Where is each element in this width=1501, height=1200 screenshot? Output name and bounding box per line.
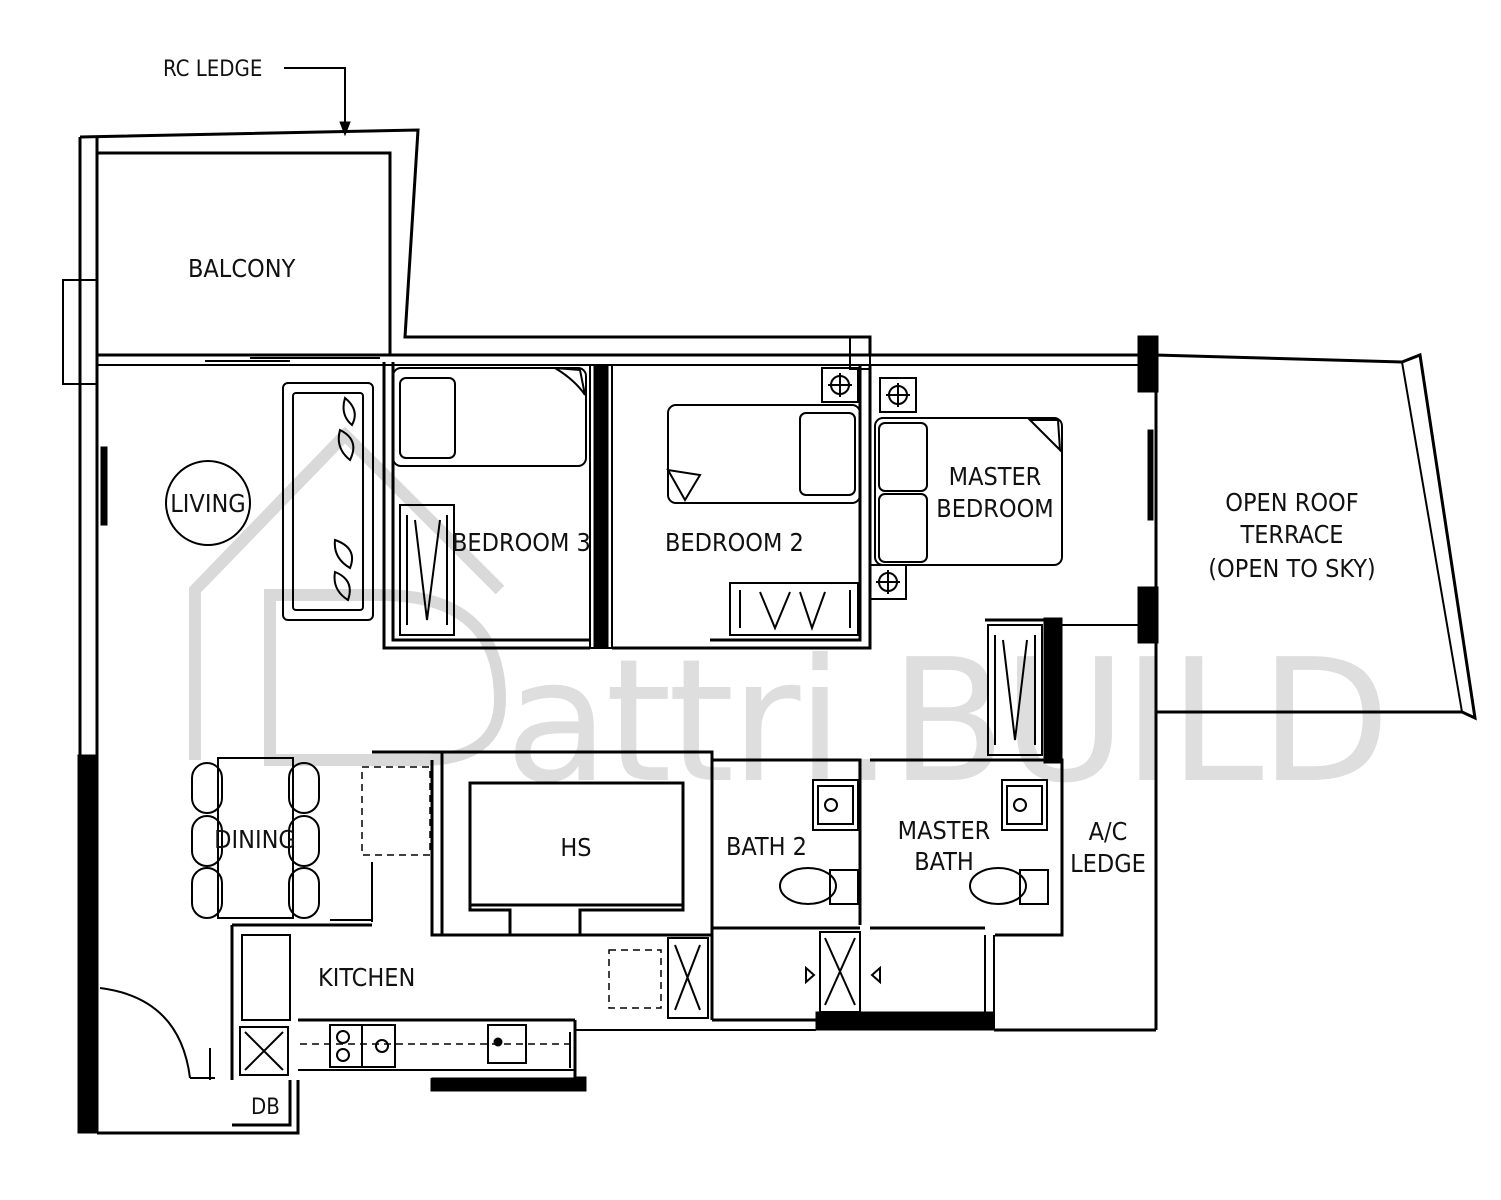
wardrobe-3-icon [399, 504, 455, 636]
master-wardrobe-icon [987, 624, 1043, 756]
master-bath-label-line2: BATH [914, 847, 974, 876]
sofa-icon [282, 382, 374, 621]
bottom-solid-wall [815, 1011, 995, 1031]
master-bath-label-line1: MASTER [898, 816, 991, 845]
bedroom-3-label: BEDROOM 3 [452, 528, 591, 557]
entry-door-icon [99, 987, 191, 1079]
balcony-label: BALCONY [188, 254, 296, 283]
labels: RC LEDGE BALCONY LIVING BEDROOM 3 BEDROO… [163, 57, 1376, 1120]
furniture [99, 367, 1063, 1091]
bath-2-label: BATH 2 [726, 832, 807, 861]
master-bedroom-label-line2: BEDROOM [936, 494, 1053, 523]
master-toilet-icon [969, 867, 1027, 905]
toilet-icon [779, 867, 837, 905]
master-basin-icon [1001, 779, 1048, 831]
master-bed-icon [874, 417, 1063, 566]
master-wardrobe-wall [1043, 617, 1063, 764]
rc-ledge-leader [284, 67, 346, 132]
watermark-text: attri.BUILD [505, 623, 1386, 821]
fridge-icon [361, 766, 431, 856]
watermark-house-icon [189, 426, 505, 760]
master-bedroom-label-line1: MASTER [949, 462, 1042, 491]
terrace-label-line3: (OPEN TO SKY) [1208, 554, 1375, 583]
dining-label: DINING [214, 825, 296, 854]
bed-2-icon [667, 404, 861, 504]
rc-ledge-label: RC LEDGE [163, 57, 262, 82]
walls [62, 128, 1477, 1135]
kitchen-shaft-icon [239, 1026, 289, 1076]
left-solid-wall [77, 754, 99, 1134]
terrace-label-line1: OPEN ROOF [1225, 488, 1358, 517]
basin-icon [812, 779, 859, 831]
terrace-label-line2: TERRACE [1239, 520, 1343, 549]
sink-icon [487, 1024, 527, 1064]
watermark: attri.BUILD [189, 426, 1390, 821]
living-label: LIVING [170, 489, 245, 518]
washer-icon [608, 949, 662, 1009]
left-window [62, 279, 98, 385]
sliding-panel-left [100, 446, 108, 526]
lamp-icon [821, 367, 917, 600]
kitchen-label: KITCHEN [318, 963, 415, 992]
hs-inner [468, 781, 685, 907]
dining-table-icon [217, 757, 294, 919]
watermark-d-icon [264, 589, 507, 766]
kitchen-cabinet-icon [241, 934, 291, 1021]
hs-label: HS [560, 833, 591, 862]
bedroom-2-label: BEDROOM 2 [665, 528, 804, 557]
living-table-icon [165, 460, 251, 546]
bed-3-icon [392, 367, 587, 467]
wardrobe-2-icon [729, 582, 859, 636]
ac-ledge-label-line1: A/C [1089, 817, 1128, 846]
db-label: DB [251, 1095, 280, 1120]
ac-ledge-label-line2: LEDGE [1070, 849, 1146, 878]
